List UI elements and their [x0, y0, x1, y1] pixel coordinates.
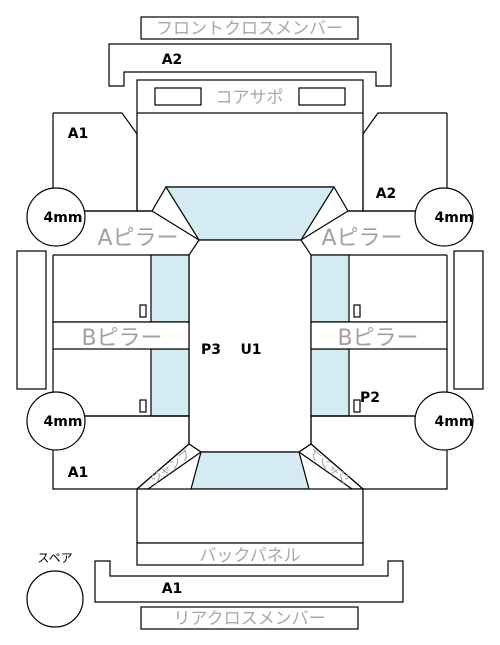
trunk-lid[interactable] [136, 488, 364, 544]
front-left-tire[interactable]: 4mm [26, 187, 86, 247]
rear-left-jump-label: ジャンプ [148, 447, 194, 487]
right-rocker-panel[interactable] [453, 250, 484, 390]
spare-tire-label: スペア [37, 551, 72, 565]
right-side-windows[interactable] [310, 254, 350, 417]
b-pillar-left-label: Bピラー [81, 326, 162, 351]
rear-right-door-handle [353, 399, 361, 413]
windshield[interactable] [164, 186, 336, 241]
rear-bumper-grade: A1 [162, 581, 183, 597]
front-left-door-handle [139, 304, 147, 318]
rear-bumper[interactable]: A1 [94, 560, 404, 603]
front-bumper-grade: A2 [162, 52, 183, 68]
b-pillar-left[interactable]: Bピラー [52, 321, 190, 351]
b-pillar-right[interactable]: Bピラー [310, 321, 448, 351]
roof[interactable]: P3 U1 [188, 239, 312, 453]
front-left-fender-grade: A1 [68, 126, 89, 142]
rear-right-tire-depth: 4mm [435, 414, 474, 430]
rear-right-door-grade: P2 [360, 390, 380, 406]
rear-left-tire[interactable]: 4mm [26, 391, 86, 451]
rear-right-tire[interactable]: 4mm [414, 391, 474, 451]
front-cross-member[interactable]: フロントクロスメンバー [140, 16, 359, 40]
core-support[interactable]: コアサポ [136, 79, 364, 114]
rear-left-tire-depth: 4mm [44, 414, 83, 430]
rear-cross-member[interactable]: リアクロスメンバー [140, 606, 359, 630]
front-right-tire[interactable]: 4mm [414, 187, 474, 247]
front-right-fender-grade: A2 [376, 186, 397, 202]
rear-left-jump: ジャンプ [135, 443, 203, 490]
rear-left-quarter-grade: A1 [68, 465, 89, 481]
rear-right-jump: ジャンプ [297, 443, 365, 490]
a-pillar-right-label: Aピラー [321, 226, 402, 251]
back-panel[interactable]: バックパネル [136, 542, 364, 566]
rear-left-door-handle [139, 399, 147, 413]
front-right-tire-depth: 4mm [435, 210, 474, 226]
front-cross-member-label: フロントクロスメンバー [156, 19, 343, 39]
back-panel-label: バックパネル [199, 546, 300, 566]
left-rocker-panel[interactable] [16, 250, 47, 390]
front-bumper[interactable]: A2 [108, 43, 392, 87]
rear-right-jump-label: ジャンプ [307, 447, 353, 487]
rear-window[interactable] [190, 451, 310, 490]
front-left-tire-depth: 4mm [44, 210, 83, 226]
b-pillar-right-label: Bピラー [337, 326, 418, 351]
front-right-door-handle [353, 304, 361, 318]
spare-tire[interactable]: スペア [26, 551, 84, 628]
a-pillar-left-label: Aピラー [97, 226, 178, 251]
roof-grade: U1 [240, 342, 261, 358]
core-support-label: コアサポ [216, 88, 284, 108]
roof-left-grade: P3 [201, 342, 221, 358]
rear-cross-member-label: リアクロスメンバー [173, 609, 325, 629]
